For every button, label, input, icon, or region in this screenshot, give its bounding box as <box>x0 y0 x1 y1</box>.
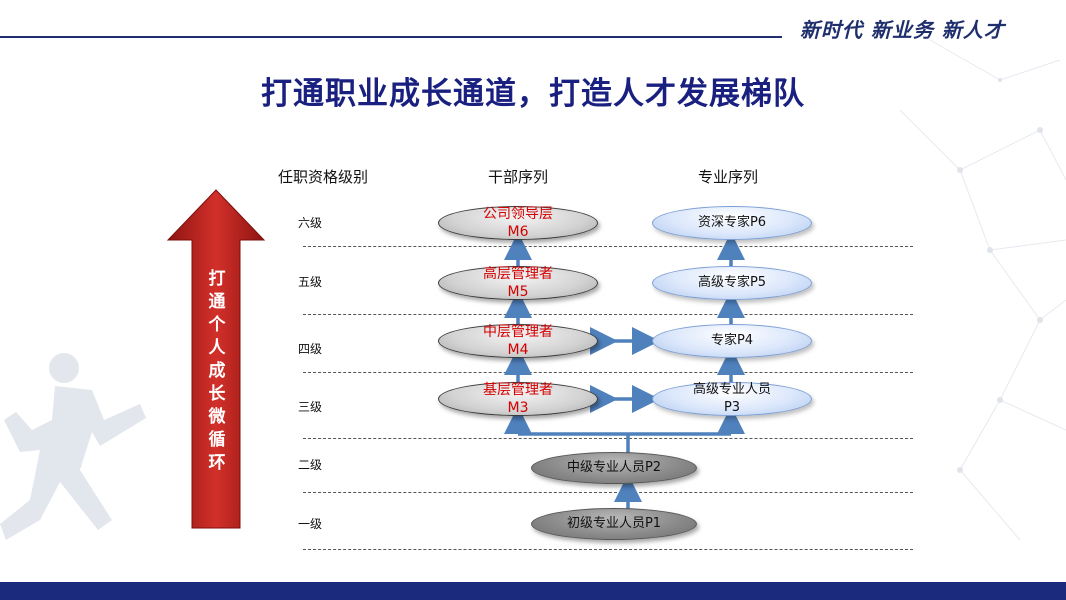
node-p1: 初级专业人员P1 <box>531 508 697 540</box>
node-m6-code: M6 <box>507 224 529 240</box>
node-p2: 中级专业人员P2 <box>531 452 697 484</box>
node-p3-code: P3 <box>723 400 741 415</box>
node-p2-label: 中级专业人员P2 <box>566 460 662 475</box>
node-m6-name: 公司领导层 <box>483 206 553 222</box>
level-label-4: 四级 <box>298 342 323 356</box>
node-p4: 专家P4 <box>652 324 812 358</box>
level-label-1: 一级 <box>298 517 323 531</box>
node-m4-code: M4 <box>507 342 529 358</box>
column-header-cadre: 干部序列 <box>488 168 549 186</box>
level-divider <box>303 314 913 315</box>
footer-band <box>0 582 1066 600</box>
node-m3-code: M3 <box>507 400 529 416</box>
node-m5-code: M5 <box>507 284 529 300</box>
node-m5-name: 高层管理者 <box>483 266 553 282</box>
node-p1-label: 初级专业人员P1 <box>566 516 662 531</box>
column-header-qualification: 任职资格级别 <box>278 168 369 186</box>
column-header-professional: 专业序列 <box>698 168 759 186</box>
level-label-2: 二级 <box>298 458 323 472</box>
node-m4-name: 中层管理者 <box>483 324 553 340</box>
node-p6: 资深专家P6 <box>652 206 812 240</box>
level-divider <box>303 438 913 439</box>
node-p5: 高级专家P5 <box>652 266 812 300</box>
node-p3: 高级专业人员 P3 <box>652 382 812 416</box>
level-divider <box>303 549 913 550</box>
growth-arrow-text: 打通个人成长微循环 <box>208 269 226 473</box>
page-title: 打通职业成长通道，打造人才发展梯队 <box>261 76 805 112</box>
node-m4: 中层管理者 M4 <box>438 324 598 358</box>
node-p3-label: 高级专业人员 <box>692 382 771 397</box>
level-divider <box>303 246 913 247</box>
node-m6: 公司领导层 M6 <box>438 206 598 240</box>
header-rule <box>0 36 782 38</box>
node-p4-label: 专家P4 <box>710 333 754 348</box>
level-label-3: 三级 <box>298 400 323 414</box>
level-divider <box>303 372 913 373</box>
node-p6-label: 资深专家P6 <box>697 215 767 230</box>
node-m3-name: 基层管理者 <box>483 382 553 398</box>
level-label-6: 六级 <box>298 216 323 230</box>
node-m5: 高层管理者 M5 <box>438 266 598 300</box>
node-p5-label: 高级专家P5 <box>697 275 767 290</box>
level-divider <box>303 492 913 493</box>
node-m3: 基层管理者 M3 <box>438 382 598 416</box>
header-slogan: 新时代 新业务 新人才 <box>800 18 1005 42</box>
level-label-5: 五级 <box>298 275 323 289</box>
